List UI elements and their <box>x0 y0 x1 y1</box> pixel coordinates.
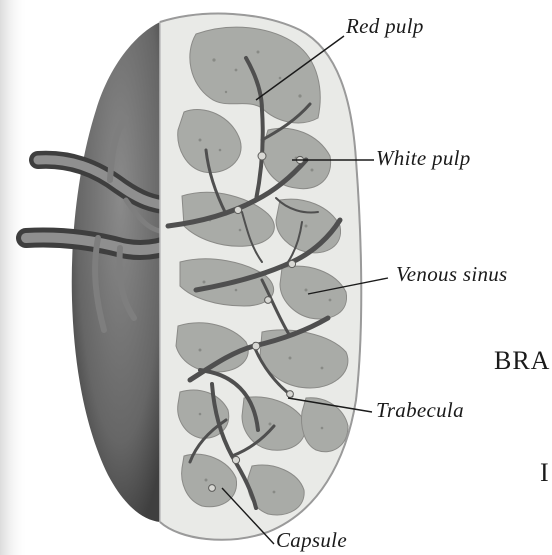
label-red-pulp: Red pulp <box>346 14 424 39</box>
edge-fragment: I <box>540 458 550 488</box>
label-capsule: Capsule <box>276 528 347 553</box>
label-trabecula: Trabecula <box>376 398 464 423</box>
organ-exterior <box>72 22 160 522</box>
label-venous-sinus: Venous sinus <box>396 262 508 287</box>
label-white-pulp: White pulp <box>376 146 471 171</box>
heading-fragment: BRA <box>494 346 550 376</box>
page-edge-shadow <box>0 0 28 555</box>
